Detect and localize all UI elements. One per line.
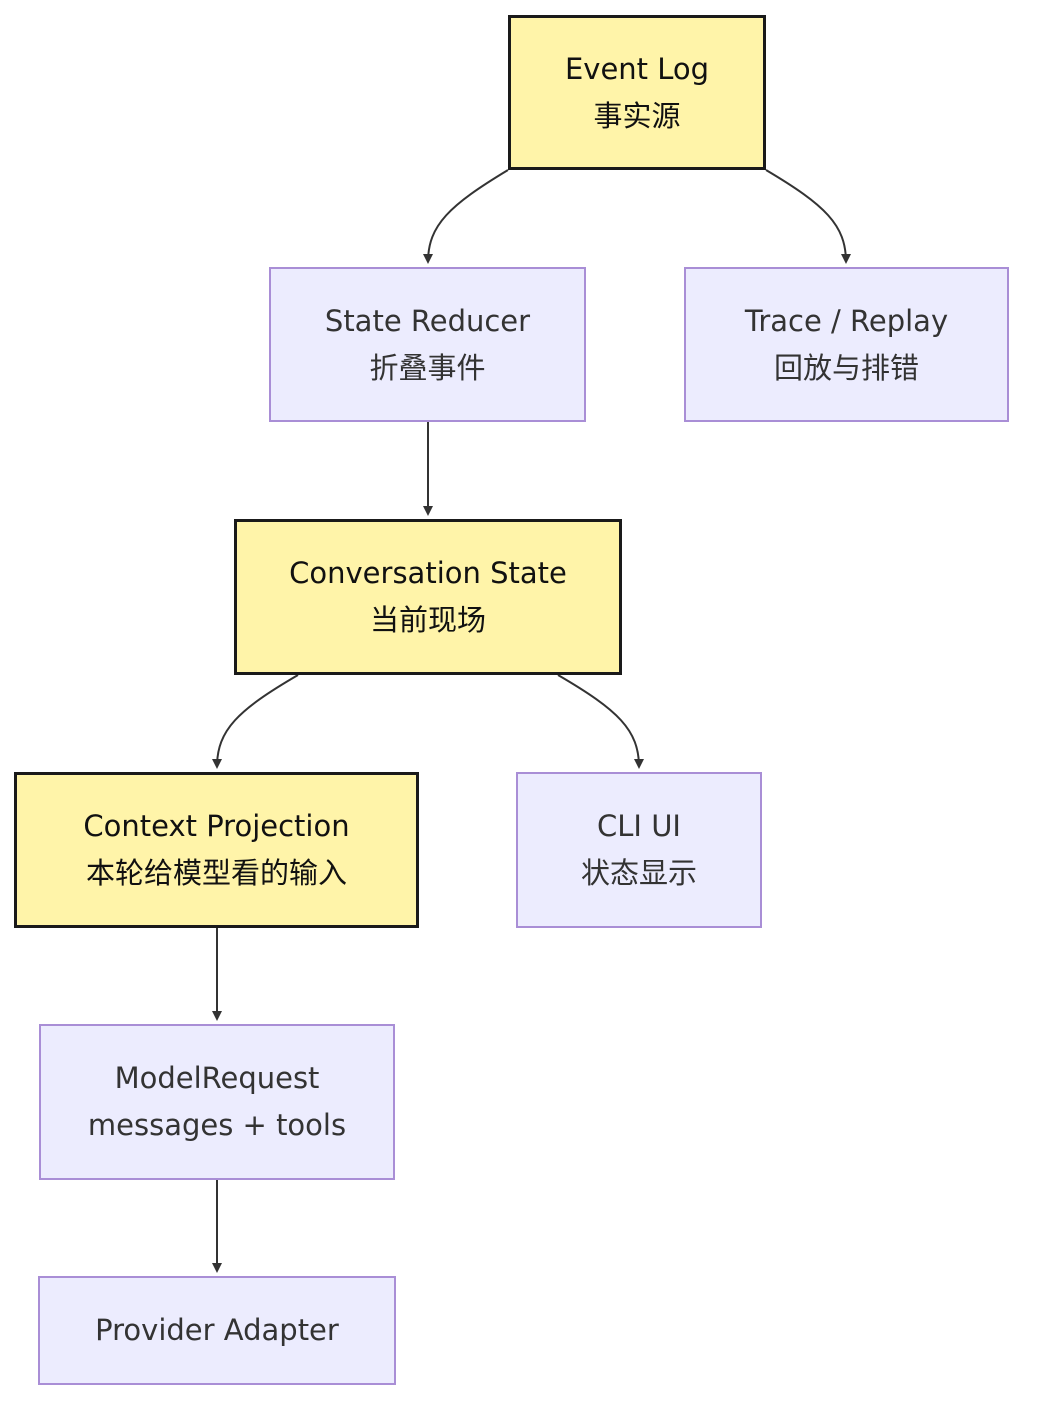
node-model-request-title: ModelRequest [114, 1061, 320, 1095]
node-context-projection-title: Context Projection [83, 809, 350, 843]
node-event-log-subtitle: 事实源 [593, 98, 681, 133]
node-trace-replay: Trace / Replay 回放与排错 [684, 267, 1009, 422]
node-state-reducer-subtitle: 折叠事件 [369, 350, 486, 385]
node-context-projection: Context Projection 本轮给模型看的输入 [14, 772, 419, 928]
node-context-projection-subtitle: 本轮给模型看的输入 [85, 856, 347, 890]
node-model-request-subtitle: messages + tools [87, 1108, 347, 1142]
edge-event-log-to-state-reducer [423, 169, 509, 264]
node-provider-adapter-title: Provider Adapter [95, 1313, 339, 1347]
node-conversation-state-title: Conversation State [289, 556, 567, 590]
node-cli-ui-subtitle: 状态显示 [580, 856, 697, 890]
node-provider-adapter: Provider Adapter [38, 1276, 396, 1385]
node-conversation-state-subtitle: 当前现场 [369, 603, 486, 637]
node-event-log: Event Log 事实源 [508, 15, 766, 170]
edge-conversation-state-to-cli-ui [557, 674, 644, 769]
node-state-reducer-title: State Reducer [324, 303, 531, 338]
node-conversation-state: Conversation State 当前现场 [234, 519, 622, 675]
node-cli-ui: CLI UI 状态显示 [516, 772, 762, 928]
node-model-request: ModelRequest messages + tools [39, 1024, 395, 1180]
node-trace-replay-title: Trace / Replay [744, 303, 949, 338]
node-event-log-title: Event Log [564, 51, 710, 86]
edge-conversation-state-to-context-projection [212, 674, 299, 769]
node-state-reducer: State Reducer 折叠事件 [269, 267, 586, 422]
node-cli-ui-title: CLI UI [597, 809, 681, 843]
edge-event-log-to-trace-replay [765, 169, 851, 264]
node-trace-replay-subtitle: 回放与排错 [773, 350, 919, 385]
